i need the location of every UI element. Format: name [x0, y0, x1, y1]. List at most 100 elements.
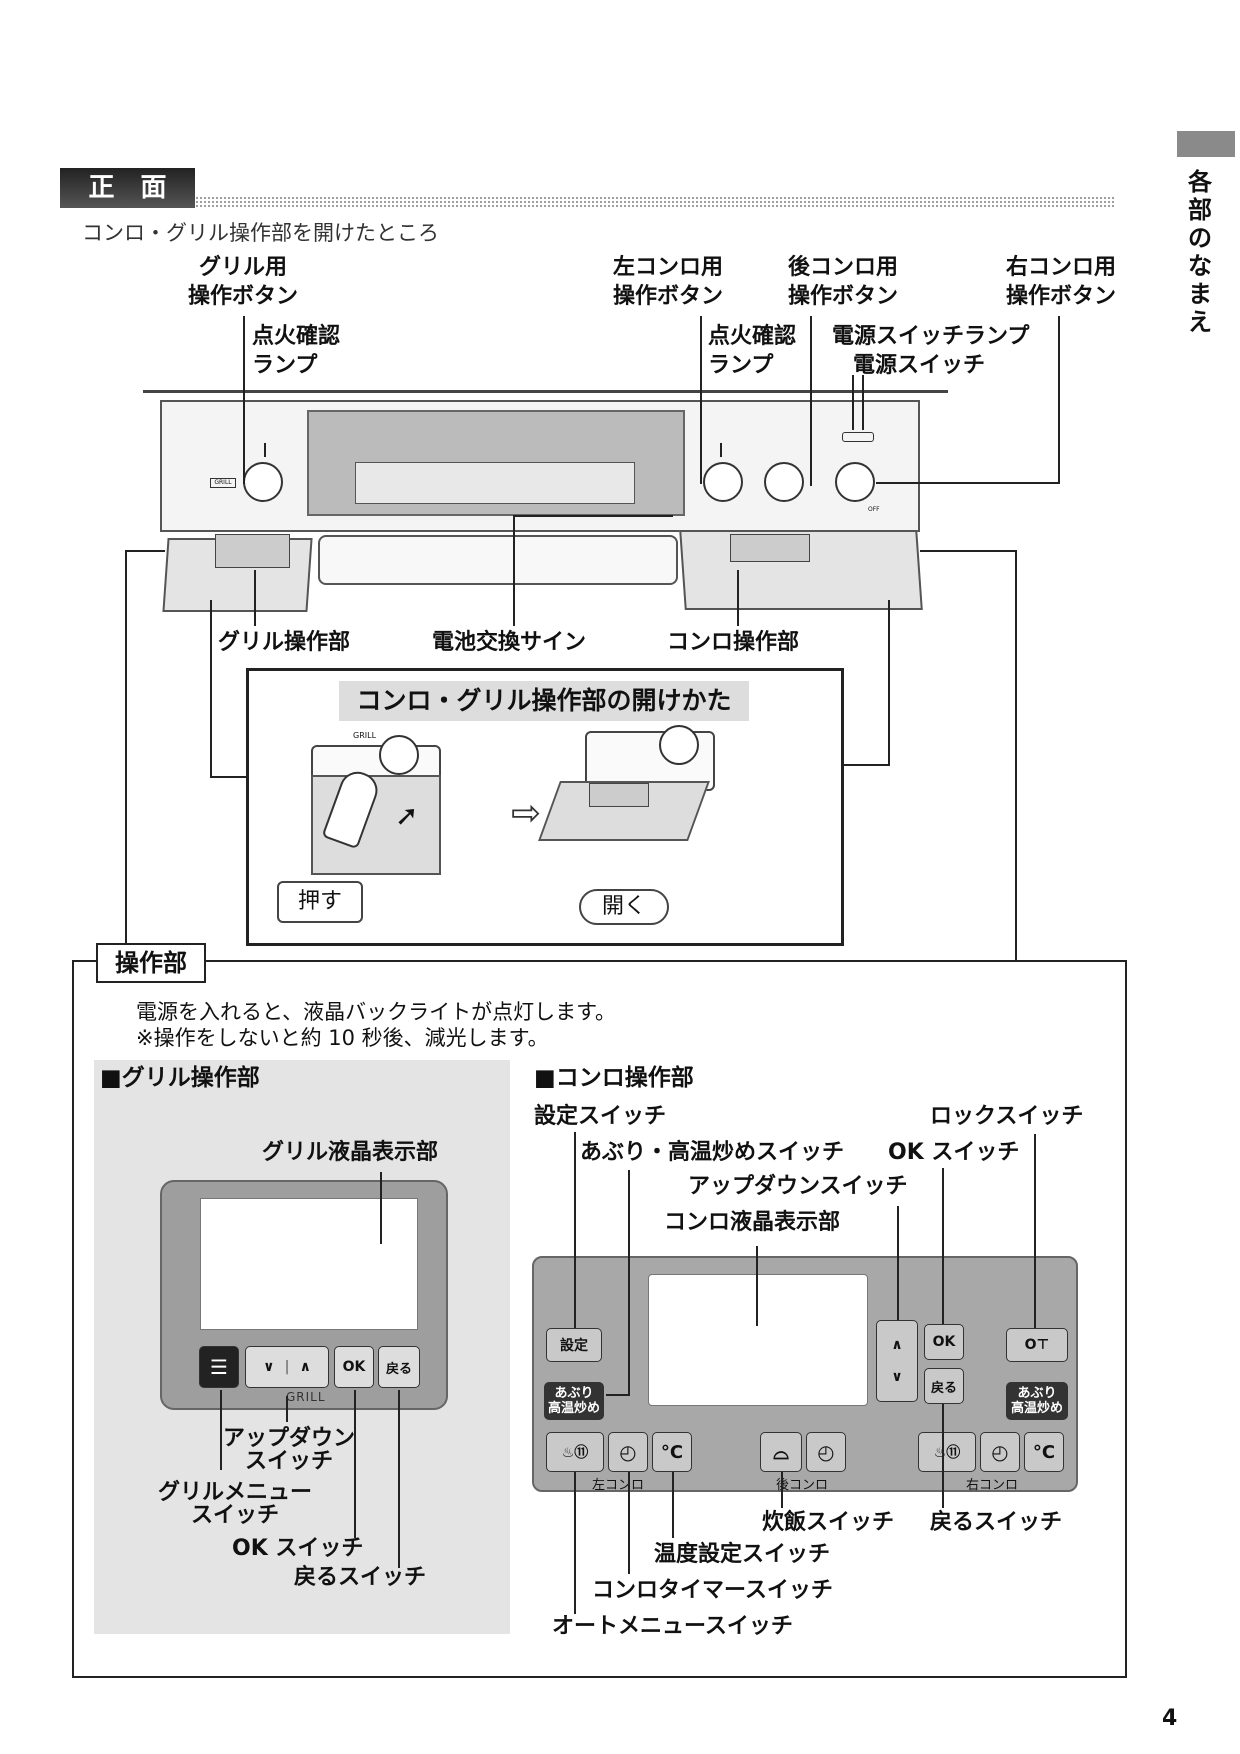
label-konro-aburi: あぶり・高温炒めスイッチ — [580, 1140, 845, 1165]
grill-door-handle[interactable] — [318, 535, 678, 585]
leader-line — [810, 316, 812, 486]
label-konro-lcd: コンロ液晶表示部 — [664, 1210, 841, 1235]
leader-line — [513, 515, 515, 626]
timer-icon: ◴ — [817, 1440, 835, 1464]
konro-updown-key[interactable]: ∧ ∨ — [876, 1320, 918, 1402]
frame-connector — [125, 550, 165, 552]
grill-inner-window — [355, 462, 635, 504]
chevron-up-icon: ∧ — [299, 1359, 311, 1375]
leader-line — [1058, 316, 1060, 484]
grill-knob[interactable] — [243, 462, 283, 502]
label-rear-button: 後コンロ用 操作ボタン — [787, 255, 898, 309]
konro-lcd — [648, 1274, 868, 1406]
label-grill-button: グリル用 操作ボタン — [187, 255, 298, 309]
konro-back-key[interactable]: 戻る — [924, 1368, 964, 1404]
timer-rear-key[interactable]: ◴ — [806, 1432, 846, 1472]
grill-updown-key[interactable]: ∨ | ∧ — [245, 1346, 329, 1388]
label-grill-menu: グリルメニュー スイッチ — [157, 1480, 312, 1528]
temp-left-key[interactable]: °C — [652, 1432, 692, 1472]
leader-line — [264, 443, 266, 457]
konro-ok-key[interactable]: OK — [924, 1324, 964, 1360]
howto-box: コンロ・グリル操作部の開けかた GRILL ➚ 押す ⇨ 開く — [246, 668, 844, 946]
chevron-up-icon: ∧ — [891, 1337, 903, 1353]
front-caption: コンロ・グリル操作部を開けたところ — [82, 221, 439, 245]
key-icon: O⊤ — [1024, 1337, 1050, 1353]
grill-section-heading: ■グリル操作部 — [100, 1065, 260, 1091]
cooktop-edge — [143, 390, 948, 393]
leader-line — [243, 316, 245, 484]
left-burner-knob[interactable] — [703, 462, 743, 502]
leader-line — [737, 570, 739, 626]
auto-menu-icon: ♨⑪ — [933, 1445, 961, 1461]
aburi-left-key[interactable]: あぶり 高温炒め — [544, 1382, 604, 1420]
label-burner-lamp: 点火確認 ランプ — [708, 324, 797, 378]
note-dimming: ※操作をしないと約 10 秒後、減光します。 — [136, 1026, 549, 1050]
rear-burner-caption: 後コンロ — [776, 1478, 829, 1493]
konro-section-heading: ■コンロ操作部 — [534, 1065, 694, 1091]
arrow-right-icon: ⇨ — [511, 793, 542, 834]
howto-grill-mini: GRILL — [353, 731, 377, 740]
leader-line — [897, 1206, 899, 1320]
temp-right-key[interactable]: °C — [1024, 1432, 1064, 1472]
leader-line — [574, 1472, 576, 1614]
label-grill-back: 戻るスイッチ — [294, 1565, 427, 1590]
leader-line — [254, 570, 256, 626]
auto-menu-icon: ♨⑪ — [561, 1445, 589, 1461]
leader-line — [852, 375, 854, 430]
grill-menu-key[interactable]: ☰ — [199, 1346, 239, 1388]
howto-knob — [659, 725, 699, 765]
label-grill-lamp: 点火確認 ランプ — [252, 324, 341, 378]
grill-ok-key[interactable]: OK — [334, 1346, 374, 1388]
leader-line — [942, 1168, 944, 1324]
power-switch[interactable] — [842, 432, 874, 442]
label-grill-ok: OK スイッチ — [232, 1536, 364, 1561]
right-burner-knob[interactable] — [835, 462, 875, 502]
timer-left-key[interactable]: ◴ — [608, 1432, 648, 1472]
label-grill-lcd: グリル液晶表示部 — [262, 1140, 439, 1165]
leader-line — [210, 776, 250, 778]
front-heading: 正 面 — [60, 168, 195, 208]
frame-connector — [920, 550, 1017, 552]
separator: | — [284, 1359, 290, 1375]
label-right-button: 右コンロ用 操作ボタン — [1005, 255, 1116, 309]
rear-burner-knob[interactable] — [764, 462, 804, 502]
right-burner-caption: 右コンロ — [966, 1478, 1019, 1493]
leader-line — [888, 600, 890, 766]
label-konro-timer: コンロタイマースイッチ — [592, 1578, 833, 1603]
operation-frame — [72, 960, 1127, 1678]
page-number: 4 — [1162, 1706, 1178, 1731]
leader-line — [628, 1170, 630, 1396]
label-konro-ok: OK スイッチ — [888, 1140, 1020, 1165]
rice-key[interactable]: ⌓ — [760, 1432, 802, 1472]
howto-panel-lcd — [589, 783, 649, 807]
grill-panel-lcd — [215, 534, 290, 568]
push-label: 押す — [277, 881, 363, 923]
left-burner-caption: 左コンロ — [592, 1478, 645, 1493]
grill-back-key[interactable]: 戻る — [378, 1346, 420, 1388]
auto-menu-left-key[interactable]: ♨⑪ — [546, 1432, 604, 1472]
leader-line — [942, 1404, 944, 1508]
leader-line — [286, 1396, 288, 1422]
chevron-down-icon: ∨ — [891, 1369, 903, 1385]
leader-line — [720, 443, 722, 457]
timer-right-key[interactable]: ◴ — [980, 1432, 1020, 1472]
howto-knob — [379, 735, 419, 775]
push-arrow-icon: ➚ — [395, 799, 419, 832]
leader-line — [606, 1394, 630, 1396]
label-power-switch: 電源スイッチ — [853, 353, 986, 378]
timer-icon: ◴ — [619, 1440, 637, 1464]
label-konro-updown: アップダウンスイッチ — [688, 1174, 908, 1199]
auto-menu-right-key[interactable]: ♨⑪ — [918, 1432, 976, 1472]
leader-line — [876, 482, 1060, 484]
leader-line — [380, 1172, 382, 1244]
label-konro-back: 戻るスイッチ — [930, 1510, 1063, 1535]
grill-badge: GRILL — [210, 478, 236, 488]
leader-line — [354, 1390, 356, 1538]
aburi-right-key[interactable]: あぶり 高温炒め — [1006, 1382, 1068, 1420]
lock-key[interactable]: O⊤ — [1006, 1328, 1068, 1362]
operation-title: 操作部 — [96, 943, 206, 983]
off-mark: OFF — [868, 506, 880, 513]
leader-line — [781, 1472, 783, 1508]
leader-line — [842, 764, 890, 766]
settings-key[interactable]: 設定 — [546, 1328, 602, 1362]
